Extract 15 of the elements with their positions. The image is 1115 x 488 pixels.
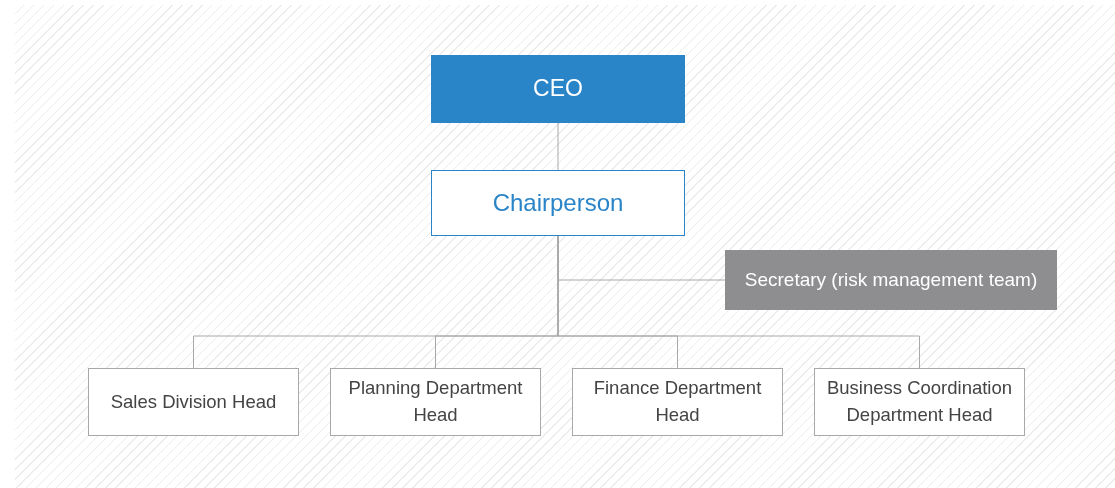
node-label: Secretary (risk management team) — [744, 268, 1038, 293]
node-label: Planning Department Head — [347, 376, 524, 427]
connector-line — [557, 122, 559, 171]
node-label: Business Coordination Department Head — [825, 376, 1014, 427]
department-box — [572, 368, 783, 436]
ceo-box — [431, 55, 685, 123]
node-label: Chairperson — [492, 187, 624, 218]
node-label: Finance Department Head — [592, 376, 763, 427]
secretary-box — [725, 250, 1057, 310]
chairperson-box — [431, 170, 685, 236]
node-label: Sales Division Head — [110, 389, 277, 414]
node-label: CEO — [533, 74, 583, 104]
department-box — [814, 368, 1025, 436]
department-box — [330, 368, 541, 436]
department-box — [88, 368, 299, 436]
